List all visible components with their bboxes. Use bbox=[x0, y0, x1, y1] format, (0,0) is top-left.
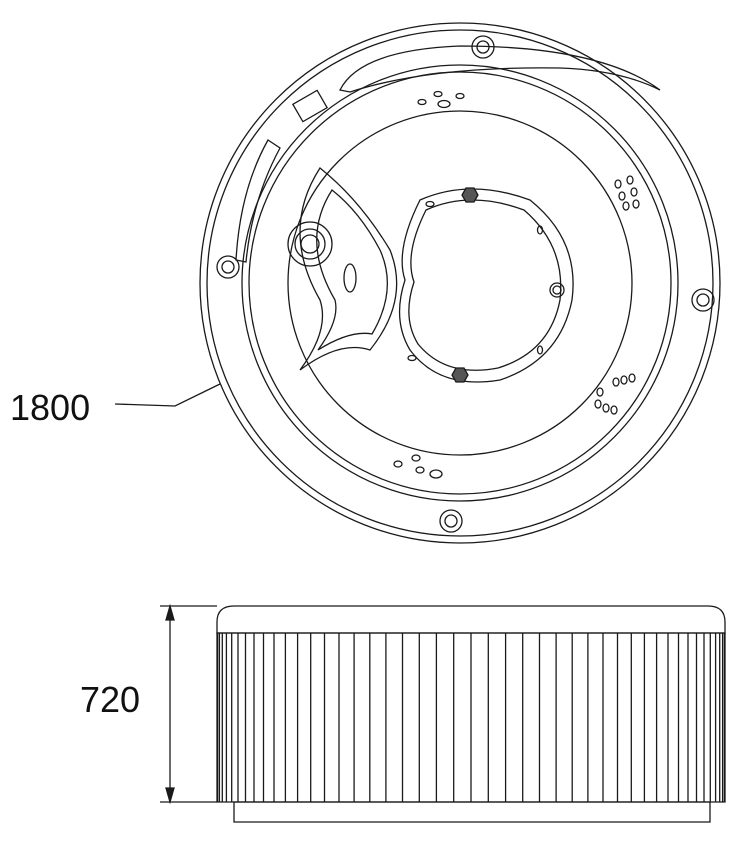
drain-bottom bbox=[452, 368, 468, 382]
headrest-fitting bbox=[288, 222, 332, 266]
height-arrow-top bbox=[166, 606, 174, 620]
outer-rim-inner-edge bbox=[207, 30, 713, 536]
jet-cluster-bottom bbox=[394, 455, 442, 478]
footwell-outer bbox=[288, 111, 632, 455]
lounger-jet bbox=[344, 264, 356, 292]
rim-bolt-left bbox=[217, 256, 239, 278]
diameter-leader-line bbox=[115, 384, 220, 406]
side-view bbox=[160, 606, 725, 822]
jet-cluster-right-lower bbox=[595, 374, 635, 414]
cabinet-slats bbox=[218, 633, 725, 802]
rim-bolt-top bbox=[472, 36, 494, 58]
rim-bolt-bottom bbox=[440, 510, 462, 532]
footwell-side-fitting bbox=[550, 283, 564, 297]
height-dimension-label: 720 bbox=[80, 679, 141, 720]
seat-ledge-inner bbox=[249, 72, 671, 494]
outer-rim bbox=[200, 23, 720, 543]
diameter-dimension-label: 1800 bbox=[10, 387, 91, 428]
footwell-island-inner bbox=[409, 200, 561, 370]
rim-recess-top bbox=[340, 46, 660, 92]
rim-recess-left bbox=[236, 140, 280, 262]
footwell-jet bbox=[538, 226, 543, 234]
jet-cluster-top bbox=[418, 92, 464, 108]
footwell-island bbox=[400, 189, 574, 382]
lounger-seat-inner bbox=[317, 190, 388, 350]
jet-cluster-right-upper bbox=[615, 176, 639, 210]
side-top-cap bbox=[217, 606, 725, 633]
drain-top bbox=[462, 188, 478, 202]
rim-bolt-right bbox=[692, 289, 714, 311]
seat-ledge bbox=[242, 65, 678, 501]
footwell-jet bbox=[408, 356, 416, 361]
footwell-jet bbox=[426, 202, 434, 207]
control-panel bbox=[293, 90, 327, 121]
footwell-jet bbox=[538, 346, 543, 354]
side-base bbox=[234, 802, 710, 822]
lounger-seat-outer bbox=[300, 168, 397, 370]
height-arrow-bottom bbox=[166, 788, 174, 802]
top-view bbox=[115, 23, 720, 543]
